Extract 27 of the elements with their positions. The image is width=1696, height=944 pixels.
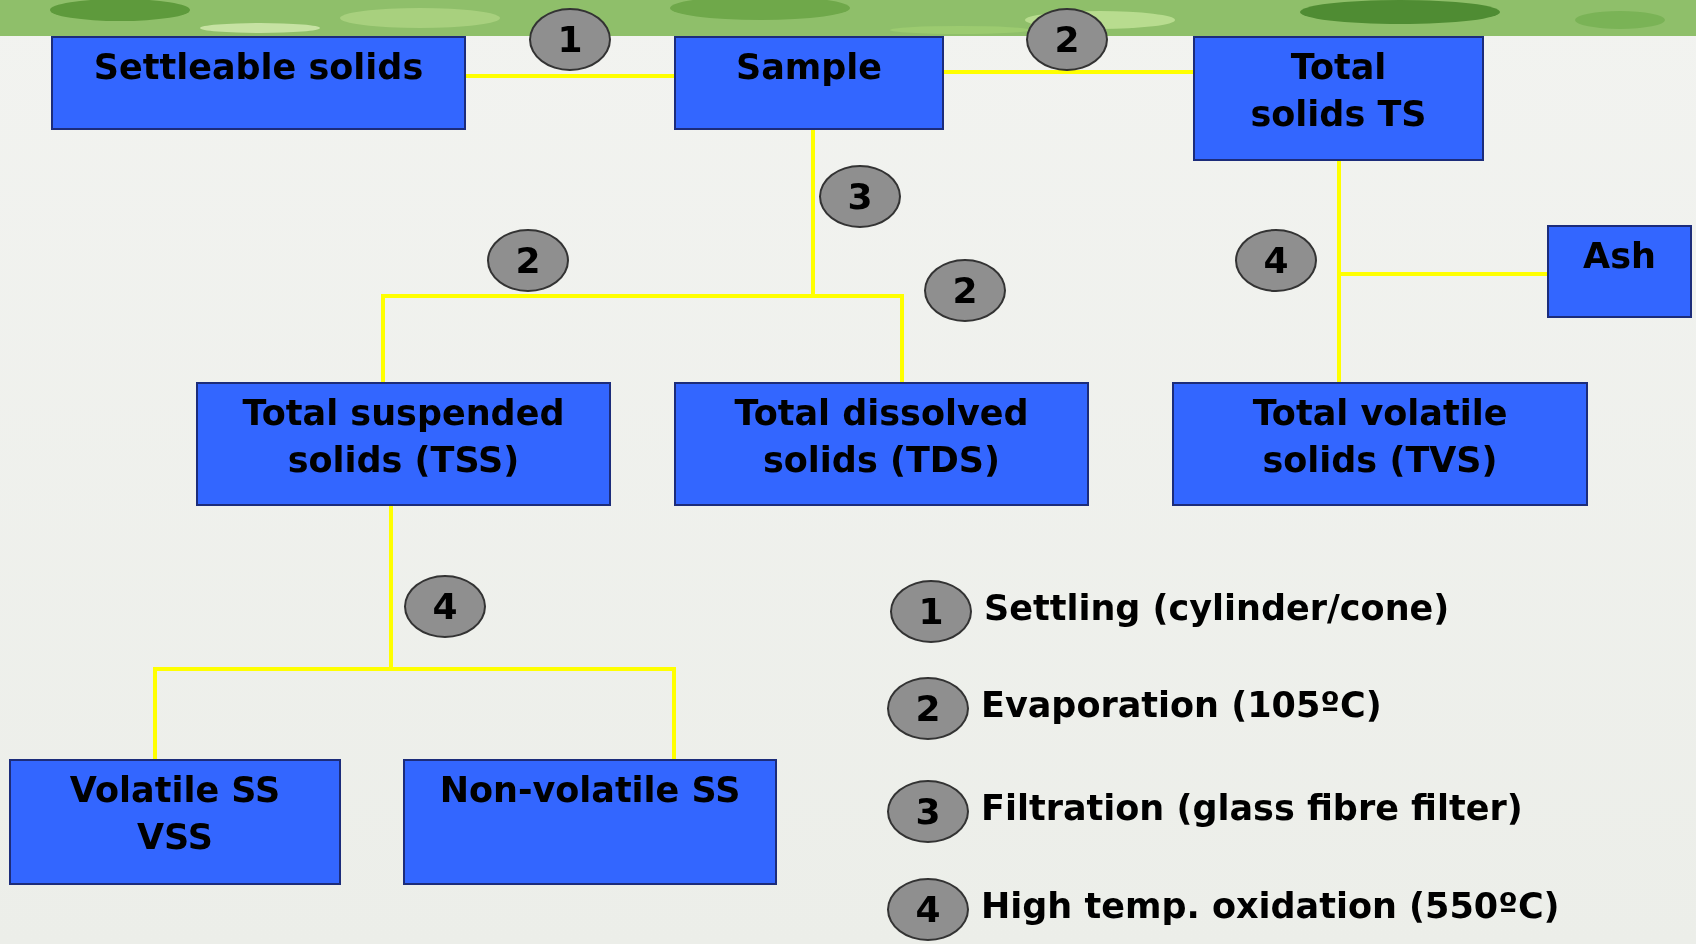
process-box: Total suspended solids (TSS) <box>196 382 611 506</box>
step-number-badge: 2 <box>887 677 969 740</box>
step-number-badge: 4 <box>1235 229 1317 292</box>
process-box: Sample <box>674 36 944 130</box>
connector-line <box>389 506 676 759</box>
step-number-badge: 1 <box>890 580 972 643</box>
step-number-badge: 4 <box>887 878 969 941</box>
process-box: Volatile SS VSS <box>9 759 341 885</box>
step-number-badge: 2 <box>487 229 569 292</box>
connector-line <box>1337 161 1341 382</box>
step-number-badge: 3 <box>887 780 969 843</box>
legend-text: Settling (cylinder/cone) <box>984 588 1450 628</box>
process-box: Non-volatile SS <box>403 759 777 885</box>
connector-line <box>811 130 904 382</box>
process-box: Ash <box>1547 225 1692 318</box>
step-number-badge: 4 <box>404 575 486 638</box>
legend-text: Filtration (glass fibre filter) <box>981 788 1523 828</box>
legend-text: Evaporation (105ºC) <box>981 685 1382 725</box>
connector-line <box>944 70 1193 74</box>
process-box: Total solids TS <box>1193 36 1484 161</box>
connector-line <box>466 74 674 78</box>
legend-text: High temp. oxidation (550ºC) <box>981 886 1560 926</box>
step-number-badge: 3 <box>819 165 901 228</box>
process-box: Total volatile solids (TVS) <box>1172 382 1588 506</box>
step-number-badge: 2 <box>924 259 1006 322</box>
process-box: Settleable solids <box>51 36 466 130</box>
process-box: Total dissolved solids (TDS) <box>674 382 1089 506</box>
